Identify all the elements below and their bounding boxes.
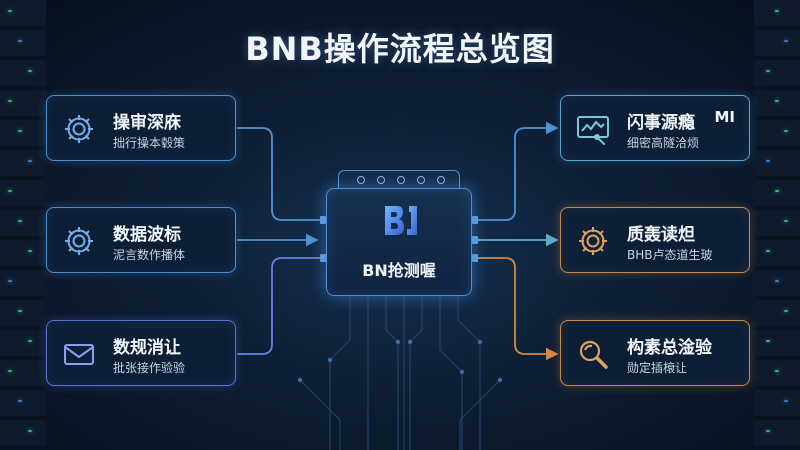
monitor-chart-icon [577, 116, 609, 145]
magnifier-icon [579, 340, 608, 369]
rack-led [766, 430, 770, 432]
card-badge: MI [714, 108, 735, 126]
rack-led [18, 130, 22, 132]
rack-led [766, 340, 770, 342]
card-subtitle: 泥言数作播体 [113, 248, 186, 262]
card-left-1[interactable]: 操审深庥 拙行操本毂策 [46, 95, 236, 161]
gear-icon [579, 227, 607, 255]
card-subtitle: 细密高隧洽烦 [627, 136, 700, 150]
rack-led [8, 370, 12, 372]
card-title: 操审深庥 [113, 113, 181, 133]
rack-led [766, 70, 770, 72]
rack-led [766, 160, 770, 162]
envelope-icon [64, 344, 94, 365]
card-subtitle: 批张接作验验 [113, 361, 186, 375]
card-title: 数据波标 [113, 225, 181, 245]
hub-node[interactable]: BN抢测喔 [326, 188, 472, 296]
card-right-2[interactable]: 质轰读炟 BHB卢态道生玻 [560, 207, 750, 273]
server-rack-left [0, 0, 46, 450]
card-subtitle: BHB卢态道生玻 [627, 248, 713, 262]
rack-led [775, 10, 779, 12]
rack-led [775, 370, 779, 372]
rack-led [28, 430, 32, 432]
card-left-2[interactable]: 数据波标 泥言数作播体 [46, 207, 236, 273]
rack-led [28, 250, 32, 252]
rack-led [18, 40, 22, 42]
diagram-title: BNB操作流程总览图 [245, 30, 555, 68]
rack-led [8, 280, 12, 282]
rack-led [784, 40, 788, 42]
card-title: 构素总淦验 [627, 338, 712, 358]
rack-led [766, 250, 770, 252]
rack-led [8, 10, 12, 12]
rack-led [18, 400, 22, 402]
card-right-3[interactable]: 构素总淦验 勋定插榱让 [560, 320, 750, 386]
card-title: 质轰读炟 [627, 225, 695, 245]
hub-top-panel [338, 170, 460, 192]
rack-led [28, 340, 32, 342]
rack-led [784, 310, 788, 312]
card-title: 数规消让 [113, 338, 181, 358]
card-right-1[interactable]: 闪事源瘾 MI 细密高隧洽烦 [560, 95, 750, 161]
card-subtitle: 拙行操本毂策 [113, 136, 186, 150]
rack-led [18, 310, 22, 312]
gear-icon [65, 115, 93, 143]
rack-led [775, 190, 779, 192]
card-title: 闪事源瘾 [627, 113, 695, 133]
hub-label: BN抢测喔 [362, 261, 436, 280]
rack-led [28, 160, 32, 162]
rack-led [8, 100, 12, 102]
rack-led [784, 130, 788, 132]
rack-led [775, 100, 779, 102]
rack-led [8, 190, 12, 192]
card-left-3[interactable]: 数规消让 批张接作验验 [46, 320, 236, 386]
gear-icon [65, 227, 93, 255]
bnb-logo-icon [385, 206, 417, 235]
server-rack-right [754, 0, 800, 450]
rack-led [28, 70, 32, 72]
rack-led [784, 220, 788, 222]
rack-led [18, 220, 22, 222]
rack-led [784, 400, 788, 402]
card-subtitle: 勋定插榱让 [627, 361, 688, 375]
rack-led [775, 280, 779, 282]
